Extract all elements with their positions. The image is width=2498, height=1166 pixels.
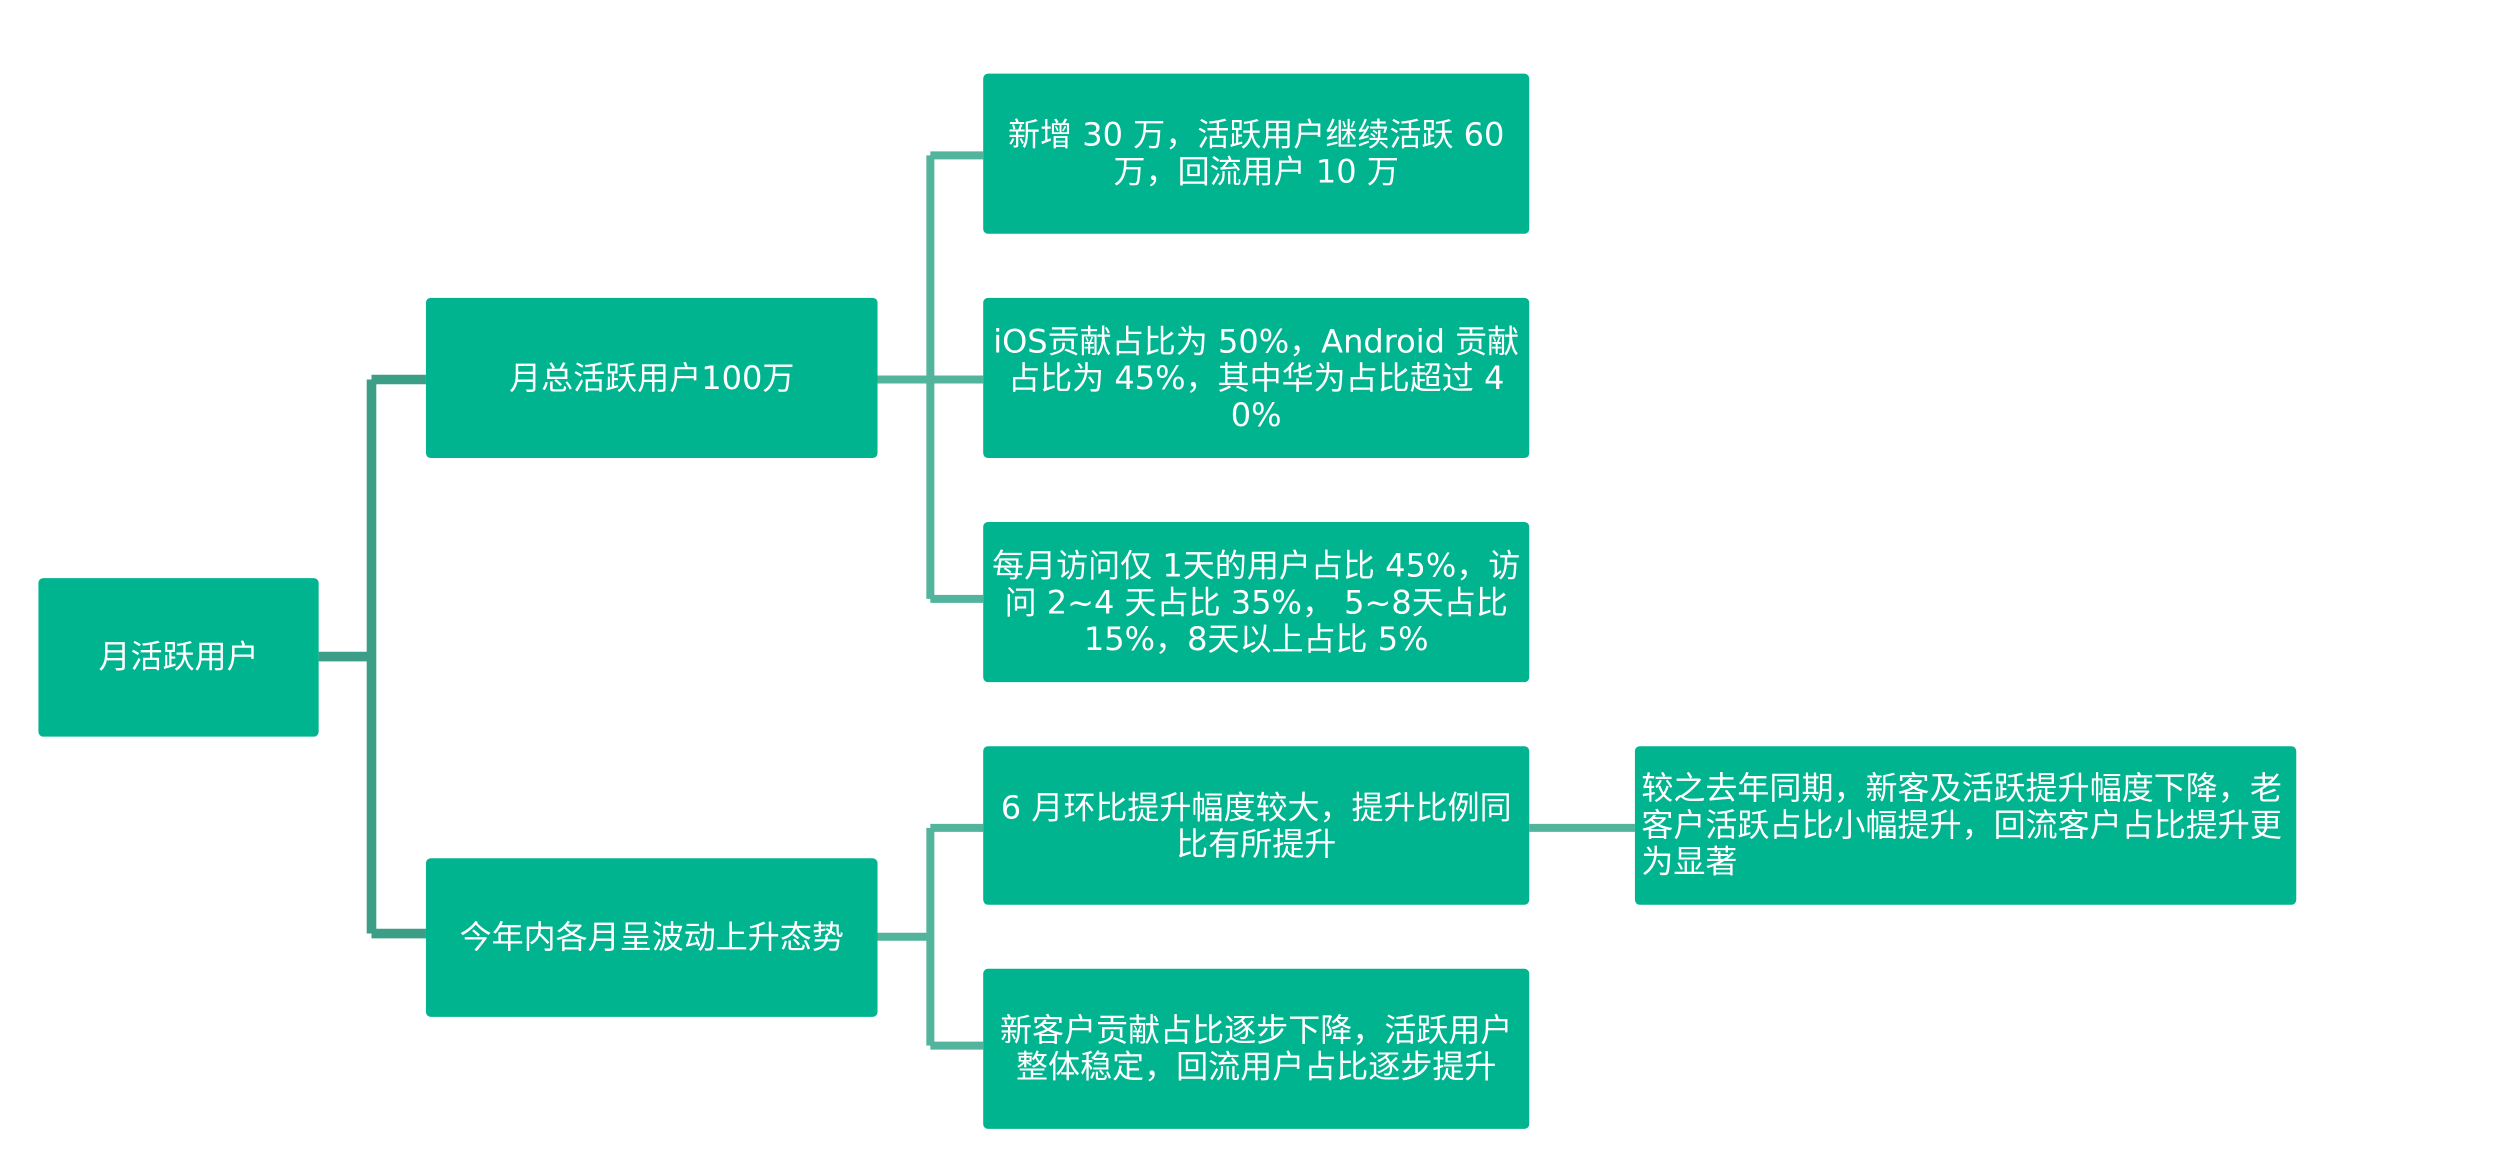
leaf-node-label: 每月访问仅 1天的用户占比 45%，访问 2~4 天占比 35%， 5~8天占比… bbox=[992, 545, 1521, 658]
branch-node-label: 月总活跃用户100万 bbox=[509, 357, 795, 397]
subleaf-node-yoy-comparison[interactable]: 较之去年同期，新客及活跃提升幅度下降，老客户活跃占比小幅提升，回流客户占比提升更… bbox=[1634, 746, 2297, 905]
leaf-node-visit-days[interactable]: 每月访问仅 1天的用户占比 45%，访问 2~4 天占比 35%， 5~8天占比… bbox=[983, 522, 1530, 683]
leaf-node-label: 新客户贡献占比逐步下降，活跃用户整体稳定，回流用户占比逐步提升 bbox=[1000, 1010, 1513, 1086]
leaf-node-label: 6 月环比提升幅度较大，提升比例同比有所提升 bbox=[1000, 787, 1512, 863]
connector-branch-1 bbox=[877, 151, 984, 603]
leaf-node-new-users[interactable]: 新增 30 万，活跃用户继续活跃 60 万，回流用户 10 万 bbox=[983, 73, 1530, 234]
root-node[interactable]: 月活跃用户 bbox=[38, 578, 319, 737]
leaf-node-platform-share[interactable]: iOS贡献占比为 50%，Android 贡献占比为 45%，其中华为占比超过 … bbox=[983, 297, 1530, 458]
subleaf-node-label: 较之去年同期，新客及活跃提升幅度下降，老客户活跃占比小幅提升，回流客户占比提升更… bbox=[1641, 768, 2282, 881]
connector-branch-2 bbox=[877, 823, 984, 1050]
leaf-node-label: 新增 30 万，活跃用户继续活跃 60 万，回流用户 10 万 bbox=[1008, 115, 1505, 191]
branch-node-yearly-trend[interactable]: 今年内各月呈波动上升态势 bbox=[425, 858, 878, 1017]
leaf-node-customer-share[interactable]: 新客户贡献占比逐步下降，活跃用户整体稳定，回流用户占比逐步提升 bbox=[983, 968, 1530, 1129]
root-node-label: 月活跃用户 bbox=[98, 637, 259, 676]
connector-root bbox=[318, 374, 426, 939]
branch-node-monthly-total[interactable]: 月总活跃用户100万 bbox=[425, 297, 878, 458]
leaf-node-label: iOS贡献占比为 50%，Android 贡献占比为 45%，其中华为占比超过 … bbox=[993, 321, 1520, 434]
branch-node-label: 今年内各月呈波动上升态势 bbox=[459, 917, 844, 956]
leaf-node-june-growth[interactable]: 6 月环比提升幅度较大，提升比例同比有所提升 bbox=[983, 746, 1530, 905]
